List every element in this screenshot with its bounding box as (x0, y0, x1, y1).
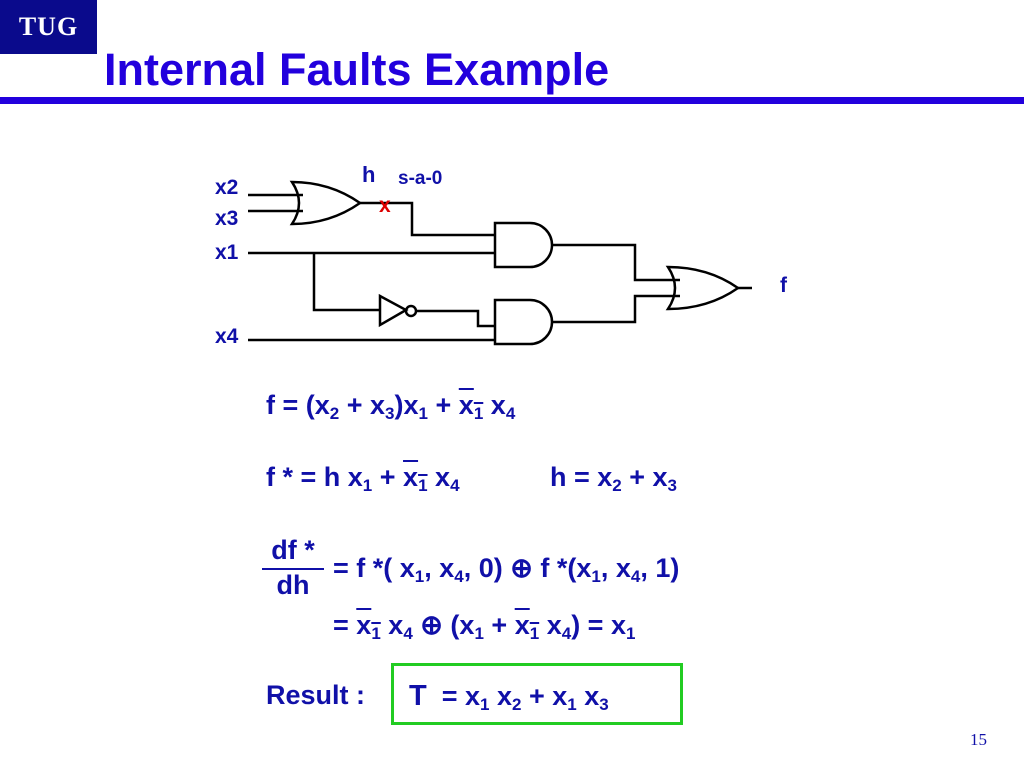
fraction-numerator: df * (262, 535, 324, 570)
label-h: h (362, 162, 375, 187)
label-x1: x1 (215, 241, 239, 264)
equation-f: f = (x2 + x3)x1 + x1 x4 (266, 390, 516, 423)
equation-h: h = x2 + x3 (550, 462, 678, 495)
circuit-diagram: x2 x3 x1 x4 h s-a-0 x f (215, 162, 788, 348)
fault-mark: x (379, 194, 391, 217)
label-x3: x3 (215, 207, 238, 230)
label-x2: x2 (215, 176, 238, 199)
result-T: T (409, 680, 427, 712)
wire-not-out (416, 309, 495, 328)
page-title: Internal Faults Example (104, 44, 610, 95)
result-equation: T = x1 x2 + x1 x3 (409, 680, 609, 714)
wire-x1-branch (312, 253, 380, 312)
equation-derivative: = f *( x1, x4, 0) ⊕ f *(x1, x4, 1) (333, 553, 680, 586)
and-gate-1 (493, 221, 554, 269)
result-label: Result : (266, 680, 366, 710)
wire-h (360, 201, 495, 237)
logo: TUG (0, 0, 97, 54)
derivative-fraction: df * dh (262, 535, 324, 601)
equation-f-star: f * = h x1 + x1 x4 (266, 462, 460, 495)
not-bubble (404, 304, 418, 318)
result-box (391, 663, 683, 725)
or-gate-2 (665, 265, 741, 311)
label-x4: x4 (215, 325, 239, 348)
fraction-denominator: dh (276, 570, 310, 600)
page-number: 15 (970, 730, 987, 749)
xor-symbol: ⊕ (510, 553, 533, 583)
not-gate (378, 293, 409, 328)
label-sa0: s-a-0 (398, 168, 442, 189)
equation-derivative-result: = x1 x4 ⊕ (x1 + x1 x4) = x1 (333, 610, 636, 643)
title-divider (0, 97, 1024, 104)
or-gate-1 (289, 180, 363, 226)
label-f: f (780, 274, 788, 297)
and-gate-2 (493, 298, 554, 346)
wire-and1-out (552, 243, 680, 282)
xor-symbol: ⊕ (420, 610, 443, 640)
wire-and2-out (552, 294, 680, 324)
